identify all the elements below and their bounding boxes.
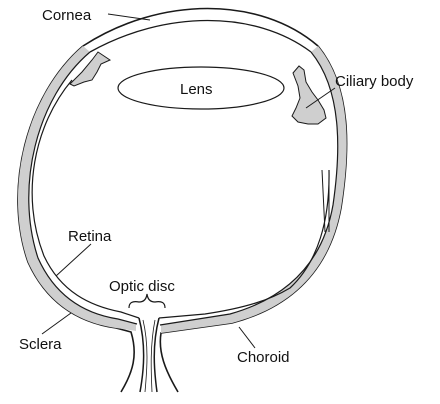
- label-optic-disc: Optic disc: [109, 278, 175, 295]
- label-sclera: Sclera: [19, 336, 62, 353]
- optic-disc-brace: [129, 294, 165, 308]
- sclera-leader: [42, 313, 71, 334]
- optic-nerve-inner: [143, 320, 155, 392]
- cornea-leader: [108, 14, 150, 20]
- choroid-leader: [239, 327, 255, 348]
- label-ciliary-body: Ciliary body: [335, 73, 414, 90]
- label-retina: Retina: [68, 228, 112, 245]
- label-cornea: Cornea: [42, 7, 92, 24]
- label-choroid: Choroid: [237, 349, 290, 366]
- optic-nerve: [139, 318, 159, 392]
- retina-line: [32, 80, 329, 318]
- ciliary-body-right: [292, 66, 326, 124]
- cornea-outer: [83, 9, 318, 47]
- label-lens: Lens: [180, 81, 213, 98]
- retina-leader: [56, 244, 91, 276]
